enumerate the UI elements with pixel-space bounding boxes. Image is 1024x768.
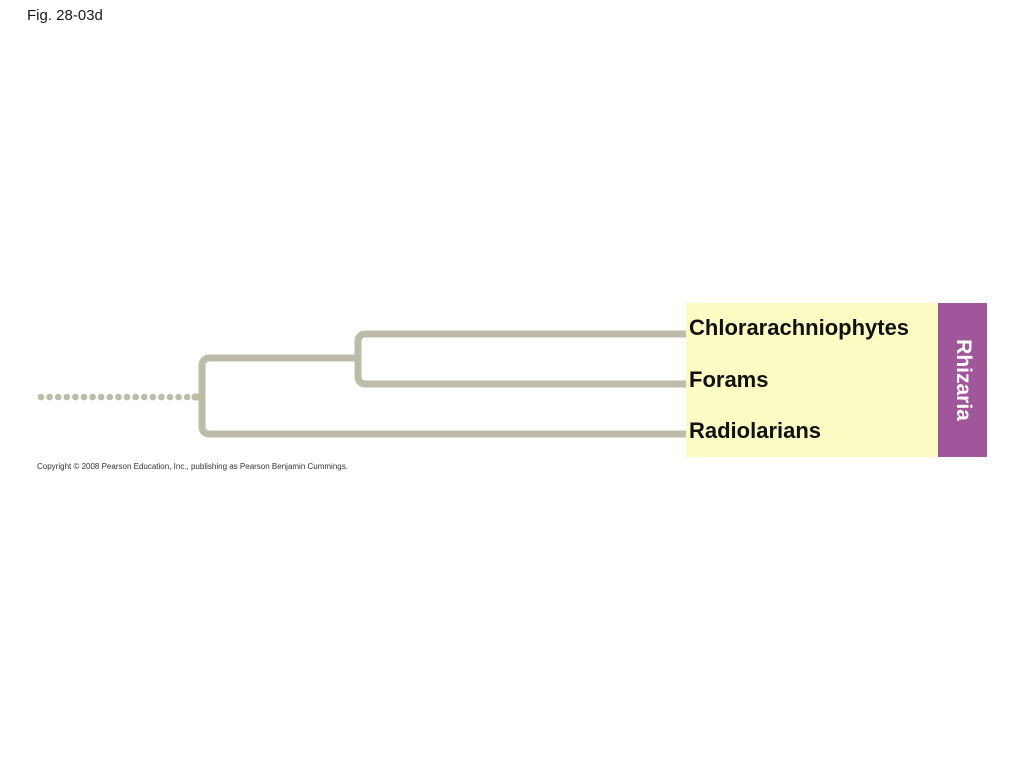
lineage-dot — [175, 393, 182, 401]
clade-bar: Rhizaria — [938, 303, 987, 457]
lineage-dot — [89, 393, 96, 401]
taxon-forams: Forams — [689, 367, 769, 392]
clade-label: Rhizaria — [951, 339, 975, 421]
lineage-dot — [46, 393, 53, 401]
lineage-dot — [123, 393, 131, 401]
lineage-dot — [106, 393, 114, 401]
taxa-panel: Chlorarachniophytes Forams Radiolarians — [686, 303, 938, 457]
lineage-dot — [80, 393, 88, 401]
lineage-dot — [166, 393, 174, 401]
ancestral-lineage-dots — [37, 393, 191, 401]
lineage-dot — [158, 393, 165, 401]
lineage-dot — [140, 393, 148, 401]
figure-label: Fig. 28-03d — [27, 7, 103, 24]
lineage-dot — [54, 393, 62, 401]
lineage-dot — [115, 393, 122, 401]
copyright-notice: Copyright © 2008 Pearson Education, Inc.… — [37, 462, 348, 471]
taxon-chlorarachniophytes: Chlorarachniophytes — [689, 315, 910, 340]
root-node-bracket — [198, 354, 690, 438]
lineage-dot — [63, 393, 71, 401]
lineage-dot — [72, 393, 79, 401]
lineage-dot — [183, 393, 191, 401]
lineage-dot — [37, 393, 45, 401]
lineage-dot — [132, 393, 139, 401]
lineage-dot — [97, 393, 105, 401]
lineage-dot — [149, 393, 157, 401]
inner-node-bracket — [354, 330, 690, 388]
taxon-radiolarians: Radiolarians — [689, 418, 822, 443]
